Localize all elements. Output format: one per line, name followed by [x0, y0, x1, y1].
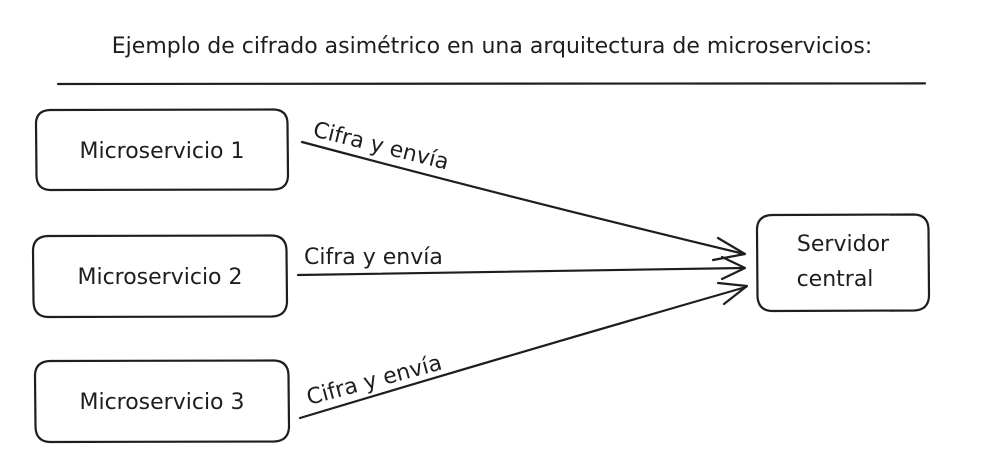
node-label-line-2: central [797, 267, 874, 292]
node-box [33, 359, 291, 444]
arrowhead [720, 255, 747, 281]
edge-ms2-to-server: Cifra y envía [296, 245, 747, 281]
edge-label: Cifra y envía [304, 245, 443, 270]
node-box [31, 234, 289, 319]
edge-line [300, 140, 746, 256]
node-label: Microservicio 3 [79, 390, 244, 415]
edge-line [298, 285, 748, 420]
node-label: Microservicio 2 [77, 265, 242, 290]
edge-ms3-to-server: Cifra y envía [298, 281, 749, 420]
node-microservicio-1[interactable]: Microservicio 1 [34, 108, 290, 192]
edge-ms1-to-server: Cifra y envía [300, 118, 747, 262]
node-box [755, 213, 931, 313]
node-microservicio-2[interactable]: Microservicio 2 [31, 234, 289, 319]
node-box [34, 108, 290, 192]
arrowhead [716, 281, 749, 306]
title-underline [56, 82, 927, 86]
node-microservicio-3[interactable]: Microservicio 3 [33, 359, 291, 444]
node-label: Microservicio 1 [79, 139, 244, 164]
edge-line [296, 266, 746, 277]
diagram-title: Ejemplo de cifrado asimétrico en una arq… [112, 34, 872, 59]
node-label-line-1: Servidor [797, 232, 890, 257]
arrowhead [711, 236, 747, 262]
node-servidor-central[interactable]: Servidor central [755, 213, 931, 313]
edge-label: Cifra y envía [311, 118, 452, 176]
